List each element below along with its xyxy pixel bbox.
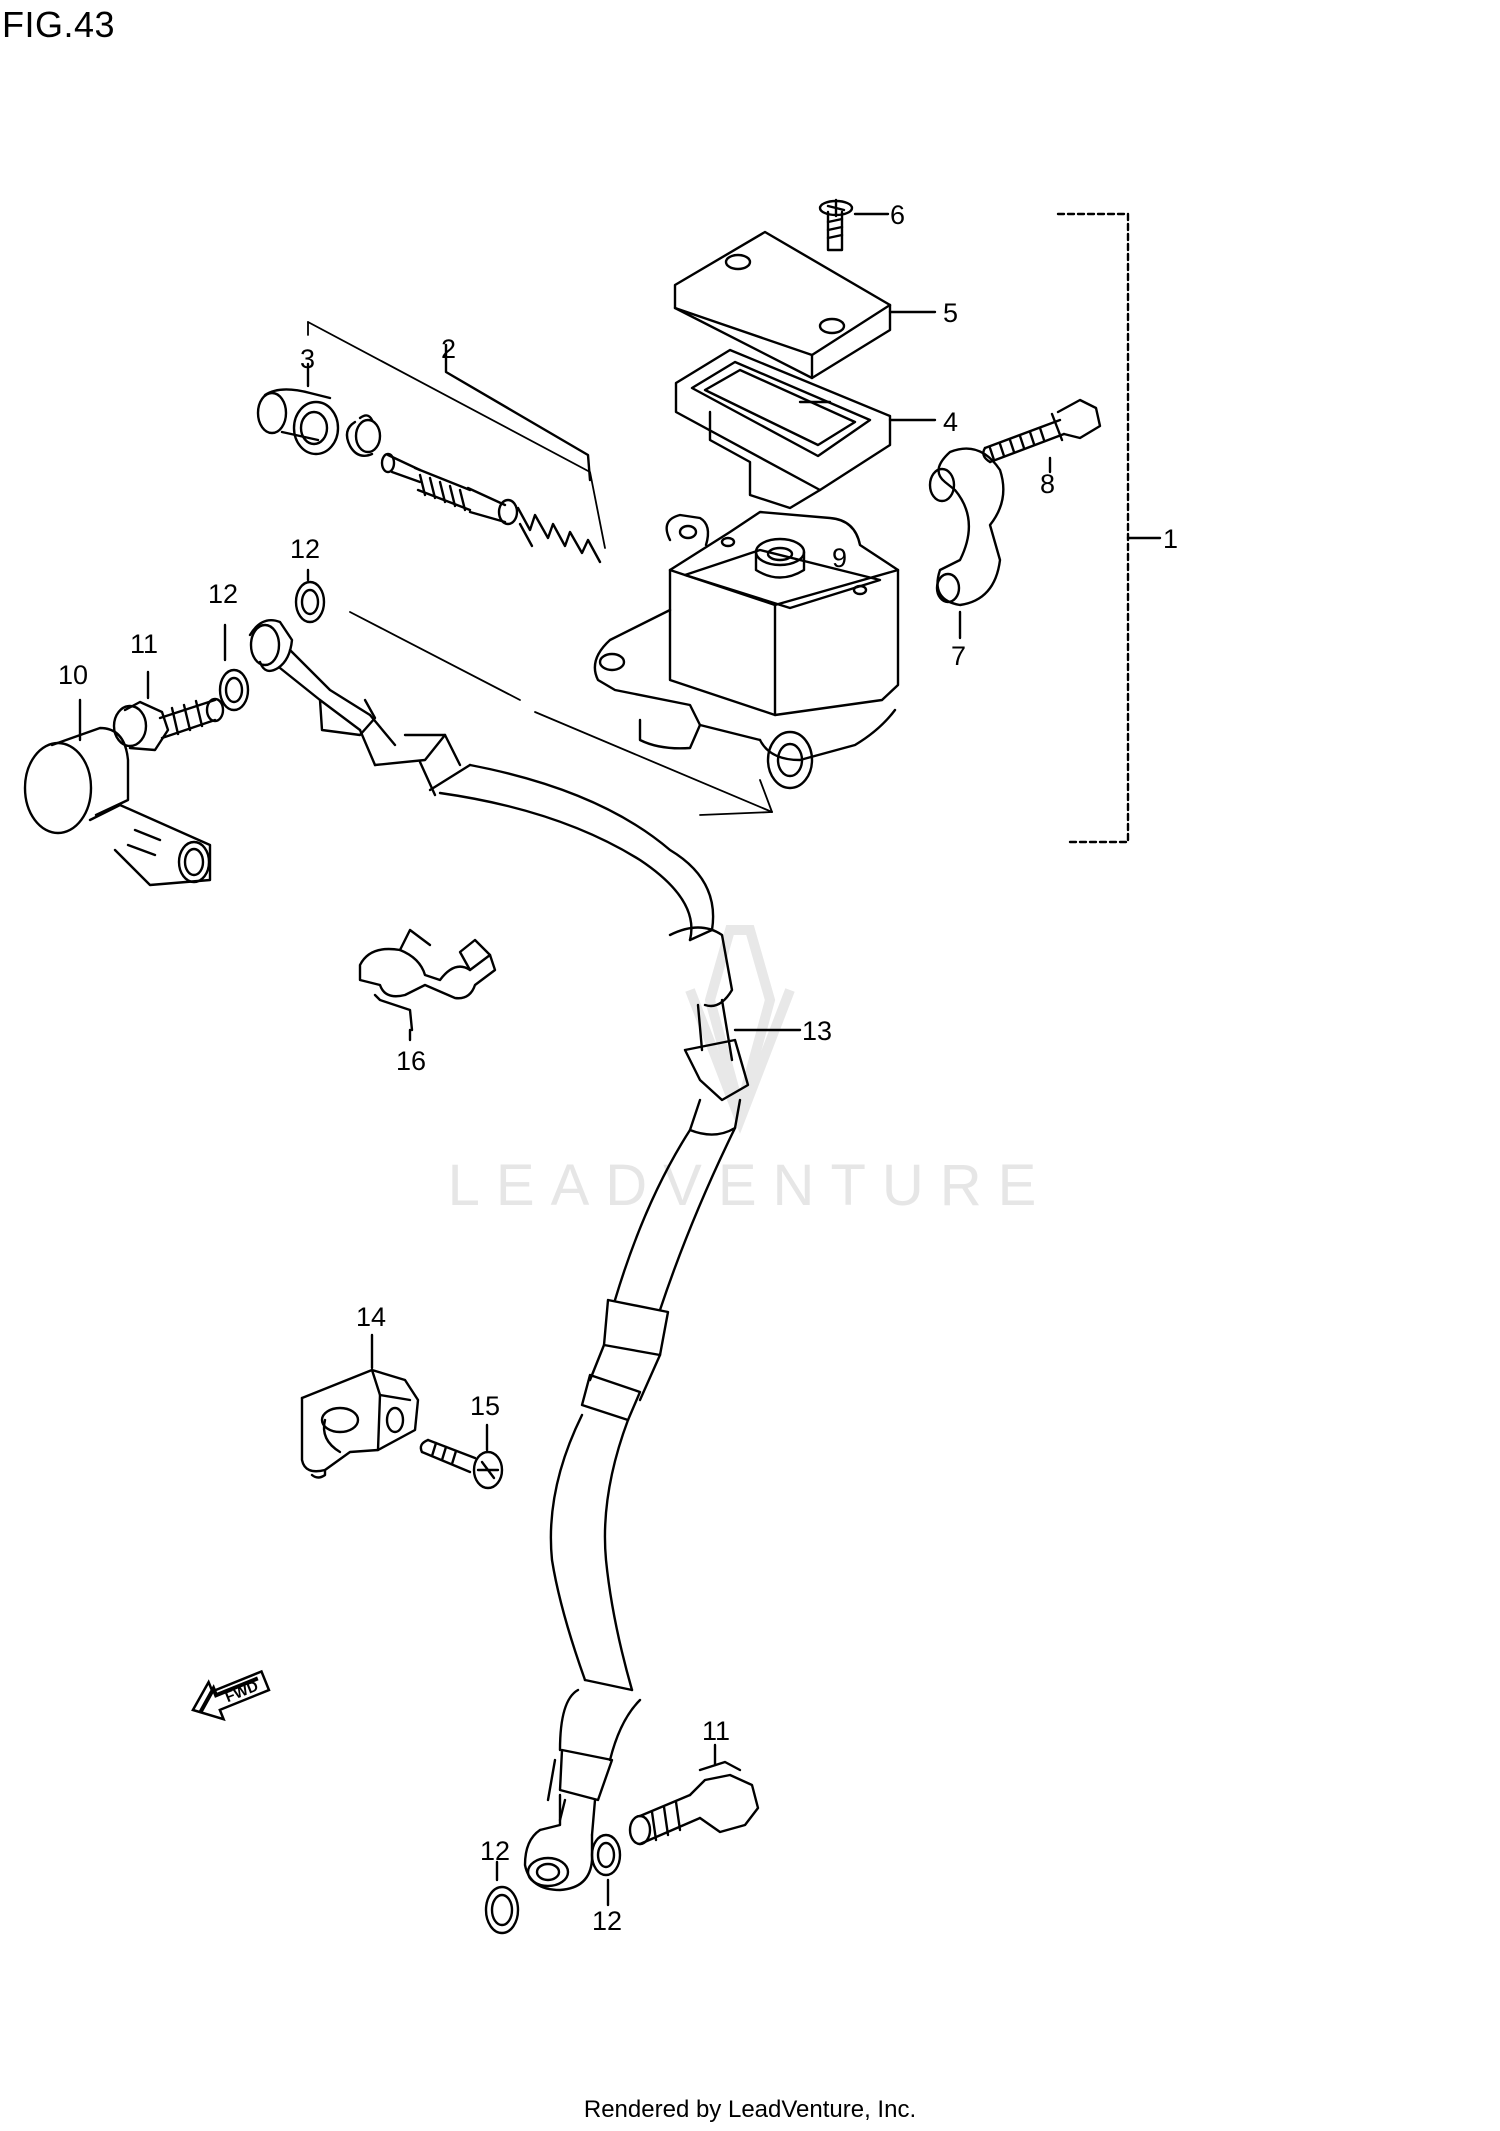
callout-3: 3 bbox=[300, 344, 315, 374]
callout-4: 4 bbox=[943, 407, 958, 437]
callout-11-upper: 11 bbox=[130, 629, 158, 659]
part-1-master-cylinder bbox=[593, 400, 900, 790]
assembly-1-bracket bbox=[1056, 212, 1162, 844]
part-5-reservoir-cap bbox=[673, 230, 937, 380]
part-12-gasket-upper-right bbox=[294, 568, 326, 624]
callout-12-lower-right: 12 bbox=[592, 1906, 622, 1936]
figure-title: FIG.43 bbox=[2, 4, 116, 45]
part-7-clamp bbox=[928, 447, 1005, 640]
callout-6: 6 bbox=[890, 200, 905, 230]
part-2-piston-kit bbox=[345, 343, 602, 564]
part-16-clip bbox=[358, 928, 497, 1042]
watermark: LEADVENTURE bbox=[448, 925, 1053, 1218]
render-credit-footer: Rendered by LeadVenture, Inc. bbox=[583, 2096, 917, 2123]
callout-2: 2 bbox=[441, 334, 456, 364]
callout-1: 1 bbox=[1163, 524, 1178, 554]
watermark-logo-icon bbox=[685, 925, 795, 1134]
watermark-text: LEADVENTURE bbox=[448, 1153, 1053, 1218]
part-15-screw bbox=[419, 1423, 504, 1490]
callout-9: 9 bbox=[832, 543, 847, 573]
part-12-gasket-lower-right bbox=[590, 1833, 622, 1907]
part-12-gasket-upper-left bbox=[218, 623, 250, 712]
callout-5: 5 bbox=[943, 298, 958, 328]
part-3-boot bbox=[256, 362, 340, 456]
callout-10: 10 bbox=[58, 660, 88, 690]
callout-16: 16 bbox=[396, 1046, 426, 1076]
part-6-screw bbox=[818, 198, 890, 252]
callout-12-upper-right: 12 bbox=[290, 534, 320, 564]
fwd-arrow-icon: FWD bbox=[191, 1669, 271, 1722]
part-12-gasket-lower-left bbox=[484, 1860, 520, 1935]
callout-14: 14 bbox=[356, 1302, 386, 1332]
callout-12-upper-left: 12 bbox=[208, 579, 238, 609]
callout-11-lower: 11 bbox=[702, 1716, 730, 1746]
callout-7: 7 bbox=[951, 641, 966, 671]
part-11-union-bolt-upper bbox=[112, 670, 225, 752]
part-4-diaphragm bbox=[674, 348, 937, 510]
callout-13: 13 bbox=[802, 1016, 832, 1046]
part-10-boot bbox=[23, 698, 212, 887]
part-13-brake-hose bbox=[248, 618, 802, 1892]
part-8-bolt bbox=[982, 398, 1102, 474]
callout-12-lower-left: 12 bbox=[480, 1836, 510, 1866]
callout-8: 8 bbox=[1040, 469, 1055, 499]
callout-15: 15 bbox=[470, 1391, 500, 1421]
part-11-union-bolt-lower bbox=[628, 1743, 760, 1846]
part-14-bracket bbox=[300, 1333, 420, 1479]
